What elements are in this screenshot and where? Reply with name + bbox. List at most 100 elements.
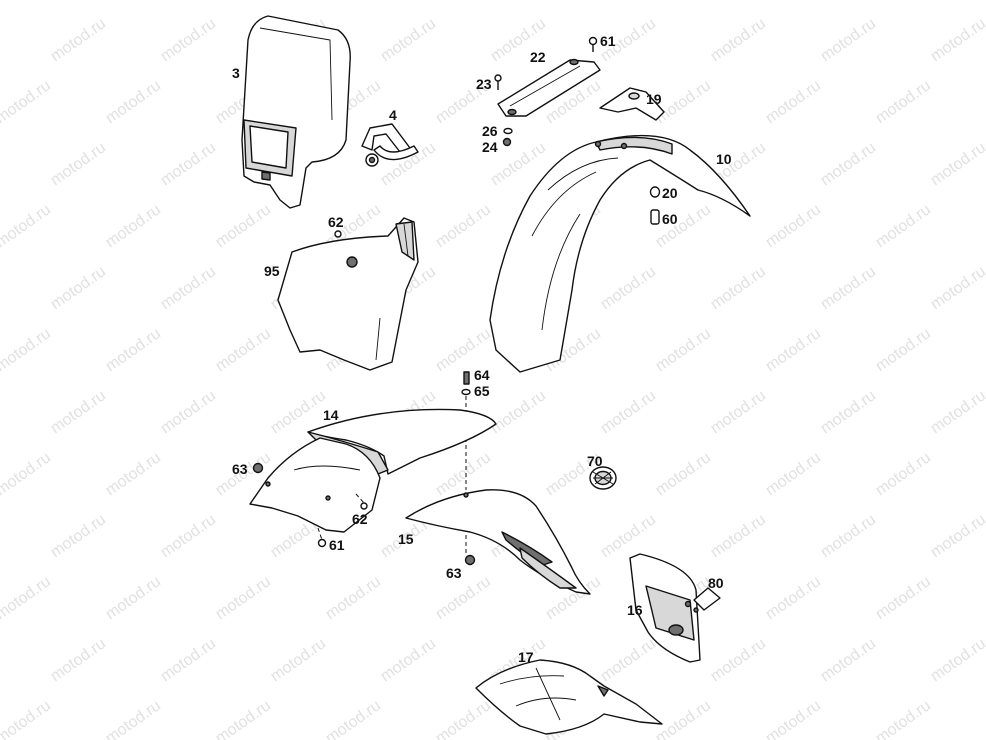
watermark-text: motod.ru — [378, 15, 439, 65]
watermark-text: motod.ru — [0, 697, 54, 740]
screw-part-62-lower — [360, 502, 368, 510]
watermark-text: motod.ru — [928, 635, 986, 685]
watermark-text: motod.ru — [763, 325, 824, 375]
rear-fender-part-14 — [249, 408, 497, 533]
nut-part-24 — [502, 137, 512, 147]
nut-part-63-lower — [464, 554, 476, 566]
watermark-text: motod.ru — [598, 635, 659, 685]
watermark-text: motod.ru — [653, 325, 714, 375]
watermark-text: motod.ru — [983, 201, 986, 251]
callout-61-lower: 61 — [329, 537, 345, 553]
watermark-text: motod.ru — [983, 77, 986, 127]
screw-part-62-top — [334, 230, 342, 238]
callout-14: 14 — [323, 407, 339, 423]
callout-65: 65 — [474, 383, 490, 399]
callout-62-top: 62 — [328, 214, 344, 230]
watermark-text: motod.ru — [763, 201, 824, 251]
watermark-text: motod.ru — [818, 139, 879, 189]
rear-panel-part-16 — [629, 553, 701, 663]
watermark-text: motod.ru — [213, 0, 274, 3]
watermark-text: motod.ru — [0, 449, 54, 499]
bolt-part-61-top — [588, 36, 598, 52]
watermark-text: motod.ru — [488, 387, 549, 437]
watermark-text: motod.ru — [48, 511, 109, 561]
watermark-text: motod.ru — [268, 635, 329, 685]
watermark-text: motod.ru — [433, 697, 494, 740]
callout-3: 3 — [232, 65, 240, 81]
watermark-text: motod.ru — [158, 15, 219, 65]
watermark-text: motod.ru — [158, 635, 219, 685]
nut-part-63-left — [252, 462, 264, 474]
watermark-text: motod.ru — [158, 263, 219, 313]
callout-4: 4 — [389, 107, 397, 123]
watermark-text: motod.ru — [48, 15, 109, 65]
watermark-text: motod.ru — [873, 325, 934, 375]
callout-23: 23 — [476, 76, 492, 92]
grommet-part-20 — [649, 186, 661, 198]
watermark-text: motod.ru — [818, 511, 879, 561]
watermark-text: motod.ru — [103, 449, 164, 499]
watermark-text: motod.ru — [433, 0, 494, 3]
washer-part-26 — [503, 127, 513, 135]
callout-17: 17 — [518, 649, 534, 665]
number-plate-part-95 — [277, 217, 419, 371]
watermark-text: motod.ru — [433, 573, 494, 623]
washer-part-65 — [461, 388, 471, 396]
callout-19: 19 — [646, 91, 662, 107]
watermark-text: motod.ru — [323, 573, 384, 623]
watermark-text: motod.ru — [708, 511, 769, 561]
callout-80: 80 — [708, 575, 724, 591]
watermark-text: motod.ru — [103, 697, 164, 740]
watermark-text: motod.ru — [0, 0, 54, 3]
callout-70: 70 — [587, 453, 603, 469]
watermark-text: motod.ru — [323, 0, 384, 3]
watermark-text: motod.ru — [598, 511, 659, 561]
watermark-text: motod.ru — [928, 511, 986, 561]
rear-fender-lower-part-15 — [405, 489, 591, 595]
callout-62-lower: 62 — [352, 511, 368, 527]
watermark-text: motod.ru — [323, 697, 384, 740]
callout-22: 22 — [530, 49, 546, 65]
callout-16: 16 — [627, 602, 643, 618]
watermark-text: motod.ru — [543, 0, 604, 3]
watermark-text: motod.ru — [103, 325, 164, 375]
callout-64: 64 — [474, 367, 490, 383]
watermark-text: motod.ru — [103, 201, 164, 251]
watermark-text: motod.ru — [928, 139, 986, 189]
mudflap-part-17 — [475, 659, 663, 735]
callout-20: 20 — [662, 185, 678, 201]
strap-part-22 — [497, 58, 601, 117]
watermark-text: motod.ru — [0, 573, 54, 623]
watermark-text: motod.ru — [653, 0, 714, 3]
watermark-text: motod.ru — [763, 449, 824, 499]
watermark-text: motod.ru — [48, 263, 109, 313]
watermark-text: motod.ru — [708, 635, 769, 685]
watermark-text: motod.ru — [983, 449, 986, 499]
callout-63-lower: 63 — [446, 565, 462, 581]
screw-part-60 — [650, 209, 660, 225]
watermark-text: motod.ru — [48, 387, 109, 437]
watermark-text: motod.ru — [378, 635, 439, 685]
watermark-text: motod.ru — [158, 511, 219, 561]
callout-61-top: 61 — [600, 33, 616, 49]
headlight-bracket-part-4 — [361, 123, 419, 167]
watermark-text: motod.ru — [763, 0, 824, 3]
watermark-text: motod.ru — [433, 201, 494, 251]
watermark-text: motod.ru — [653, 697, 714, 740]
mount-plate-part-19 — [599, 87, 665, 121]
callout-24: 24 — [482, 139, 498, 155]
watermark-text: motod.ru — [873, 697, 934, 740]
watermark-text: motod.ru — [928, 387, 986, 437]
watermark-text: motod.ru — [48, 635, 109, 685]
watermark-text: motod.ru — [213, 573, 274, 623]
screw-part-23 — [494, 74, 502, 90]
watermark-text: motod.ru — [873, 449, 934, 499]
watermark-text: motod.ru — [818, 635, 879, 685]
watermark-text: motod.ru — [873, 77, 934, 127]
watermark-text: motod.ru — [708, 387, 769, 437]
watermark-text: motod.ru — [873, 0, 934, 3]
watermark-text: motod.ru — [103, 77, 164, 127]
watermark-text: motod.ru — [598, 263, 659, 313]
